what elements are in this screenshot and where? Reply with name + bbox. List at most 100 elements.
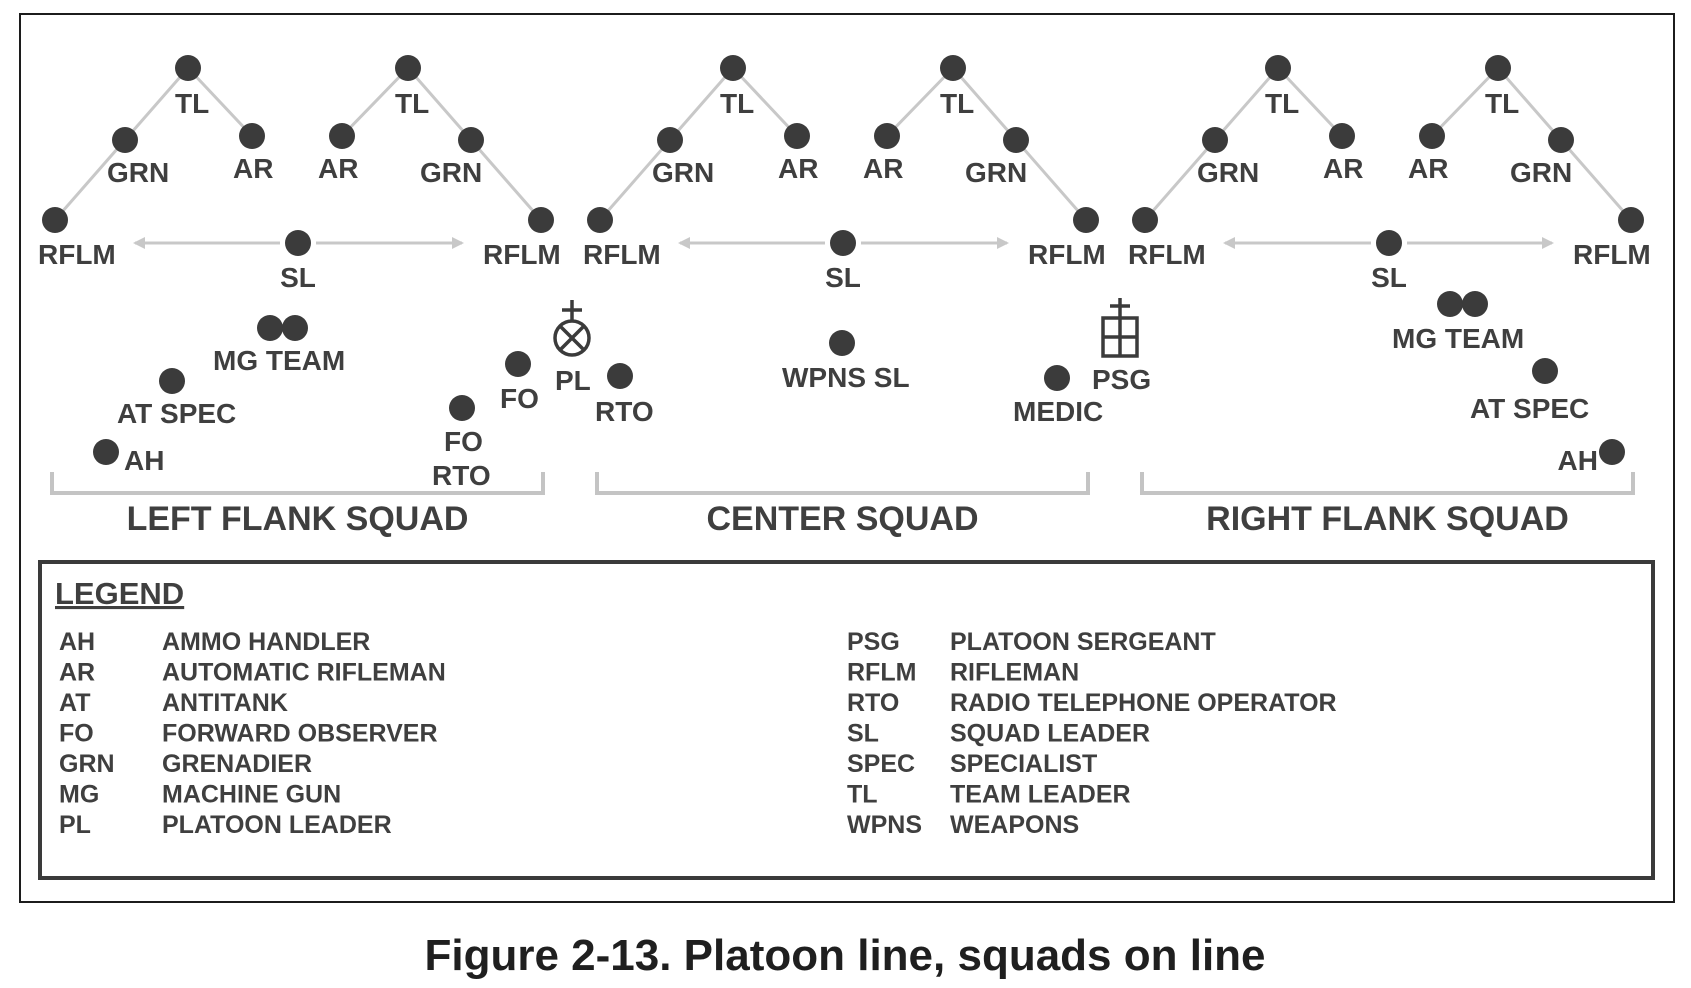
figure-caption: Figure 2-13. Platoon line, squads on lin… [424, 931, 1265, 980]
legend-abbr: SL [847, 720, 879, 748]
legend-abbr: AR [59, 659, 95, 687]
team1-right-leg [186, 66, 254, 138]
platoon-sergeant-icon [1101, 298, 1139, 358]
team1-tl-position [720, 55, 746, 81]
squads-layer: TL GRN AR RFLM TL AR GRN RFLM SL MG TEAM AT SPEC AH… [38, 55, 1651, 538]
at-spec-label: AT SPEC [1470, 393, 1589, 424]
sl-label: SL [1371, 262, 1407, 293]
medic-label: MEDIC [1013, 396, 1103, 427]
wpns-sl-label: WPNS SL [782, 362, 910, 393]
legend-abbr: AH [59, 628, 95, 656]
team2-grn-label: GRN [965, 157, 1027, 188]
team2-rflm-position [528, 207, 554, 233]
legend-meaning: RADIO TELEPHONE OPERATOR [950, 689, 1337, 717]
ah-label: AH [1558, 445, 1598, 476]
team1-tl-label: TL [175, 88, 209, 119]
squad-bracket [50, 472, 545, 495]
team2-left-leg [1430, 66, 1500, 138]
rto-position [607, 363, 633, 389]
team1-tl-label: TL [1265, 88, 1299, 119]
team2-ar-position [329, 123, 355, 149]
legend-meaning: TEAM LEADER [950, 781, 1131, 809]
team1-rflm-position [587, 207, 613, 233]
sl-position [285, 230, 311, 256]
team2-rflm-label: RFLM [483, 239, 561, 270]
legend-meaning: MACHINE GUN [162, 781, 341, 809]
team2-ar-label: AR [1408, 153, 1448, 184]
team2-rflm-position [1073, 207, 1099, 233]
team2-grn-position [1548, 127, 1574, 153]
team1-grn-position [657, 127, 683, 153]
team1-right-leg [1276, 66, 1344, 138]
legend-abbr: RTO [847, 689, 899, 717]
legend-box [38, 560, 1655, 880]
mg-team-position-1 [1437, 291, 1463, 317]
legend-title: LEGEND [55, 576, 184, 611]
rto-label: RTO [595, 396, 654, 427]
sl-label: SL [825, 262, 861, 293]
sl-position [830, 230, 856, 256]
team1-grn-label: GRN [652, 157, 714, 188]
medic-position [1044, 365, 1070, 391]
team1-ar-label: AR [1323, 153, 1363, 184]
team1-ar-label: AR [778, 153, 818, 184]
team2-rflm-position [1618, 207, 1644, 233]
legend-abbr: TL [847, 781, 878, 809]
team1-rflm-label: RFLM [583, 239, 661, 270]
team1-right-leg [731, 66, 799, 138]
team2-tl-position [395, 55, 421, 81]
mg-team-label: MG TEAM [1392, 323, 1524, 354]
team1-grn-label: GRN [107, 157, 169, 188]
fo-rto-label-1: FO [444, 426, 483, 457]
sl-position [1376, 230, 1402, 256]
legend-meaning: AMMO HANDLER [162, 628, 370, 656]
fo-rto-label-2: RTO [432, 460, 491, 491]
squad-name-label: RIGHT FLANK SQUAD [1206, 500, 1569, 538]
team1-ar-position [1329, 123, 1355, 149]
team2-grn-position [458, 127, 484, 153]
legend-abbr: PL [59, 811, 91, 839]
team2-grn-position [1003, 127, 1029, 153]
ah-position [93, 439, 119, 465]
figure-frame [19, 13, 1675, 903]
team2-tl-label: TL [395, 88, 429, 119]
mg-team-position-2 [282, 315, 308, 341]
legend-meaning: SQUAD LEADER [950, 720, 1150, 748]
legend-abbr: GRN [59, 750, 115, 778]
fo-label: FO [500, 383, 539, 414]
legend-meaning: FORWARD OBSERVER [162, 720, 438, 748]
pl-label: PL [555, 365, 591, 396]
team1-tl-position [175, 55, 201, 81]
squad-bracket [1140, 472, 1635, 495]
team2-grn-label: GRN [420, 157, 482, 188]
mg-team-label: MG TEAM [213, 345, 345, 376]
legend-meaning: PLATOON LEADER [162, 811, 392, 839]
team2-tl-label: TL [940, 88, 974, 119]
team2-ar-label: AR [318, 153, 358, 184]
team2-ar-position [1419, 123, 1445, 149]
team1-tl-label: TL [720, 88, 754, 119]
team1-ar-label: AR [233, 153, 273, 184]
team1-rflm-position [1132, 207, 1158, 233]
team2-tl-label: TL [1485, 88, 1519, 119]
ah-label: AH [124, 445, 164, 476]
team2-rflm-label: RFLM [1573, 239, 1651, 270]
legend-meaning: ANTITANK [162, 689, 288, 717]
team1-ar-position [784, 123, 810, 149]
legend-abbr: SPEC [847, 750, 915, 778]
team1-grn-position [112, 127, 138, 153]
squad-name-label: CENTER SQUAD [706, 500, 978, 538]
team2-left-leg [885, 66, 955, 138]
fo-rto-position [449, 395, 475, 421]
squad-name-label: LEFT FLANK SQUAD [127, 500, 469, 538]
legend-abbr: AT [59, 689, 90, 717]
legend-meaning: RIFLEMAN [950, 659, 1079, 687]
platoon-hq: PL FO FO RTO RTO WPNS SL MEDIC PSG [432, 298, 1151, 491]
at-spec-position [159, 368, 185, 394]
legend-meaning: PLATOON SERGEANT [950, 628, 1216, 656]
psg-label: PSG [1092, 364, 1151, 395]
team1-grn-position [1202, 127, 1228, 153]
